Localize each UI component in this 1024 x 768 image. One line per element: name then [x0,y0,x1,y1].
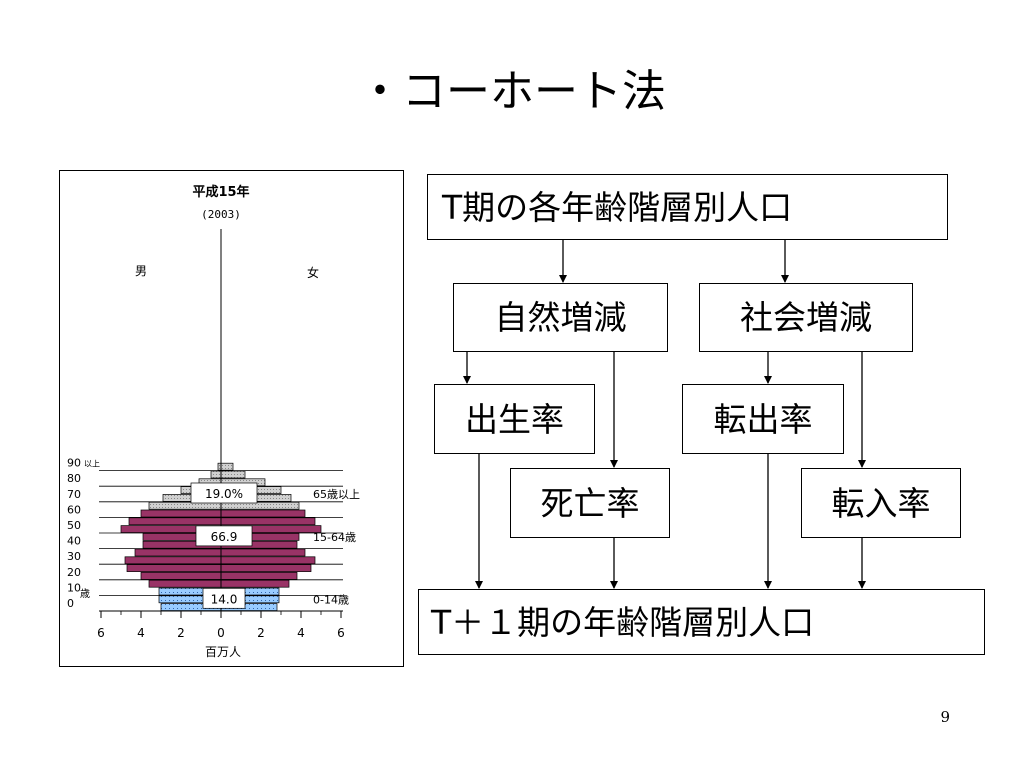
band-label-working: 15-64歳 [313,531,356,544]
male-label: 男 [135,264,147,278]
x-tick-label: 4 [297,626,305,640]
box-social-change: 社会増減 [699,283,913,352]
y-tick-label: 80 [67,472,81,485]
y-top-suffix: 以上 [84,460,100,469]
box-next-population: T＋１期の年齢階層別人口 [418,589,985,655]
y-tick-label: 10 [67,581,81,594]
box-in-migration-rate: 転入率 [801,468,961,538]
band-value-working: 66.9 [211,530,238,544]
x-tick-label: 2 [257,626,265,640]
y-tick-label: 70 [67,488,81,501]
x-tick-label: 6 [337,626,345,640]
page-number: 9 [940,708,950,726]
box-birth-rate: 出生率 [434,384,595,454]
x-tick-label: 0 [217,626,225,640]
y-tick-label: 0 [67,597,74,610]
box-natural-change: 自然増減 [453,283,668,352]
band-label-young: 0-14歳 [313,593,349,606]
box-top-population: T期の各年齢階層別人口 [427,174,948,240]
x-tick-label: 2 [177,626,185,640]
band-label-elderly: 65歳以上 [313,488,360,501]
y-tick-label: 40 [67,535,81,548]
y-tick-label: 90 [67,457,81,470]
female-label: 女 [307,265,319,280]
x-tick-label: 6 [97,626,105,640]
band-value-young: 14.0 [211,592,238,606]
x-unit-label: 百万人 [205,645,241,659]
y-tick-label: 30 [67,550,81,563]
band-value-box-working [195,525,253,547]
y-tick-label: 50 [67,519,81,532]
box-death-rate: 死亡率 [510,468,670,538]
band-value-box-young [202,587,246,609]
chart-title: 平成15年 [192,184,249,200]
x-tick-label: 4 [137,626,145,640]
y-unit-label: 歳 [80,588,90,600]
band-value-box-elderly [190,482,258,504]
box-out-migration-rate: 転出率 [682,384,844,454]
slide-title: ・コーホート法 [358,66,666,117]
chart-subtitle: (2003) [201,208,241,221]
y-tick-label: 60 [67,503,81,516]
band-value-elderly: 19.0% [205,487,243,501]
y-tick-label: 20 [67,566,81,579]
